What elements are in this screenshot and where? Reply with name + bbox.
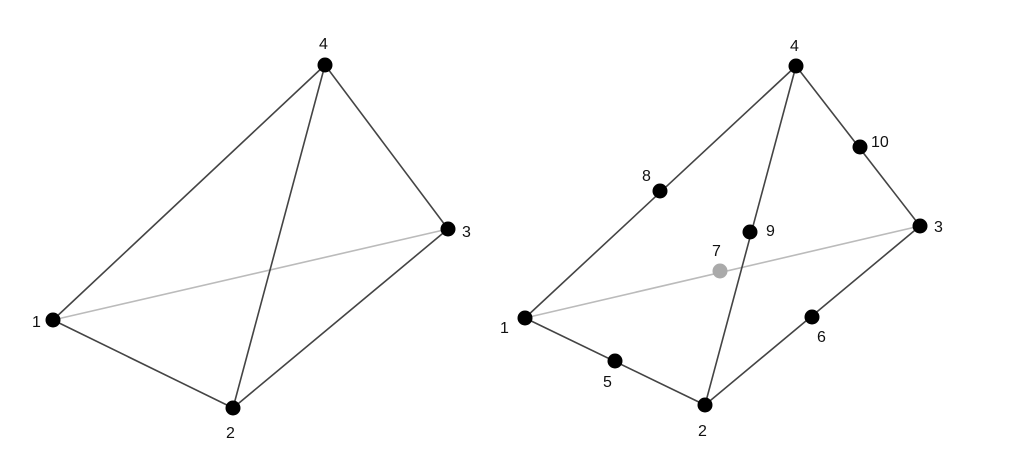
edge-1-2 <box>52 319 234 409</box>
node-label-2: 2 <box>698 423 707 440</box>
node-label-3: 3 <box>462 224 471 241</box>
node-3 <box>440 221 456 237</box>
node-label-5: 5 <box>603 374 612 391</box>
node-1 <box>45 312 61 328</box>
node-label-6: 6 <box>817 329 826 346</box>
node-label-7: 7 <box>712 243 721 260</box>
node-label-4: 4 <box>790 38 799 55</box>
edge-4-1 <box>52 64 326 321</box>
node-label-1: 1 <box>500 320 509 337</box>
node-9 <box>742 224 758 240</box>
node-3 <box>912 218 928 234</box>
node-label-1: 1 <box>32 314 41 331</box>
node-10 <box>852 139 868 155</box>
node-2 <box>697 397 713 413</box>
node-label-8: 8 <box>642 168 651 185</box>
node-label-3: 3 <box>934 219 943 236</box>
edge-3-4 <box>324 64 449 230</box>
node-5 <box>607 353 623 369</box>
node-label-9: 9 <box>766 223 775 240</box>
node-4 <box>788 58 804 74</box>
quadratic-tetrahedron: 1 2 3 4 5 6 7 8 9 10 <box>500 38 943 440</box>
node-8 <box>652 183 668 199</box>
node-4 <box>317 57 333 73</box>
edge-4-2 <box>232 64 326 409</box>
linear-tetrahedron: 1 2 3 4 <box>32 36 471 442</box>
hidden-edge-1-3 <box>52 228 449 321</box>
node-1 <box>517 310 533 326</box>
edge-2-3 <box>232 228 449 409</box>
node-7 <box>712 263 728 279</box>
node-label-2: 2 <box>226 425 235 442</box>
node-label-10: 10 <box>871 134 889 151</box>
node-2 <box>225 400 241 416</box>
node-label-4: 4 <box>319 36 328 53</box>
node-6 <box>804 309 820 325</box>
